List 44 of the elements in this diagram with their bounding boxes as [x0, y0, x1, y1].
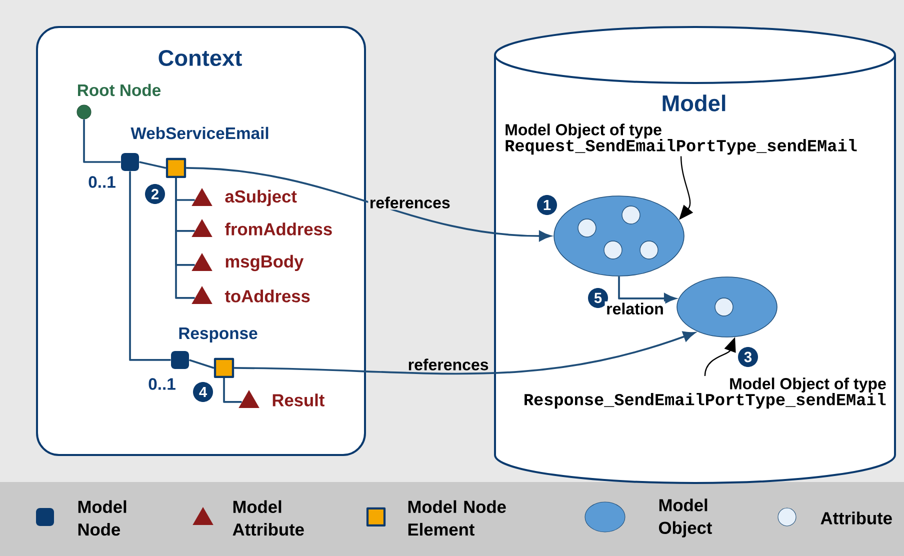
box-title: Context — [158, 50, 242, 66]
edge-label: references — [406, 357, 490, 372]
attribute-circle — [640, 240, 658, 260]
callout-number: 2 — [145, 184, 165, 204]
attribute-label: toAddress — [224, 290, 310, 302]
attribute-circle — [604, 240, 622, 260]
reference-arrow — [186, 167, 551, 242]
attribute-label: aSubject — [225, 190, 297, 206]
callout-number: 1 — [537, 195, 557, 215]
legend-label: Model Node Element — [408, 500, 506, 536]
attribute-label: msgBody — [226, 254, 304, 272]
callout-number: 5 — [588, 288, 608, 308]
edge-label: relation — [604, 301, 666, 316]
tree-line — [139, 161, 166, 169]
callout-number: 4 — [193, 382, 213, 402]
edge-label: references — [368, 195, 452, 210]
type-caption: Model Object of type Response_SendEmailPortType_sendEMail — [524, 378, 886, 409]
legend-label: Model Attribute — [232, 500, 304, 536]
attribute-circle — [714, 298, 734, 316]
reference-arrow — [618, 276, 676, 304]
node-label: Response — [179, 328, 258, 342]
reference-arrow — [234, 331, 696, 375]
legend-label: Attribute — [820, 512, 892, 524]
attribute-circle — [578, 218, 596, 238]
attribute-circle — [622, 206, 640, 224]
tree-line — [188, 359, 214, 369]
legend-label: Model Node — [78, 500, 126, 536]
cardinality: 0..1 — [148, 378, 176, 390]
tree-line — [129, 171, 171, 361]
model-object-ellipse — [676, 276, 778, 338]
box-title: Model — [662, 94, 726, 112]
attribute-label: fromAddress — [225, 222, 332, 236]
attribute-label: Result — [272, 394, 324, 406]
tree-line — [223, 378, 242, 403]
tree-line — [175, 178, 195, 299]
callout-number: 3 — [738, 347, 758, 367]
node-element-icon — [166, 158, 186, 178]
node-label: Root Node — [78, 84, 161, 96]
cardinality: 0..1 — [88, 176, 116, 188]
type-caption: Model Object of type Request_SendEmailPortType_sendEMail — [506, 124, 857, 155]
node-label: WebServiceEmail — [130, 126, 268, 140]
legend-label: Model Object — [658, 498, 712, 538]
node-element-icon — [214, 358, 234, 378]
tree-line — [83, 119, 121, 163]
